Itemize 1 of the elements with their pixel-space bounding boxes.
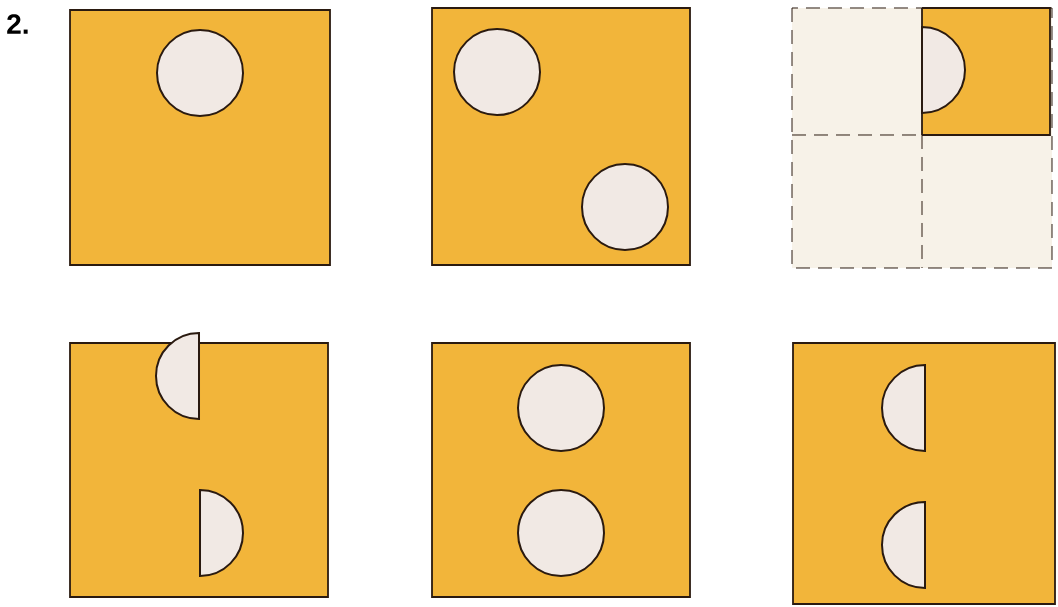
number-label: 2.: [7, 14, 28, 34]
